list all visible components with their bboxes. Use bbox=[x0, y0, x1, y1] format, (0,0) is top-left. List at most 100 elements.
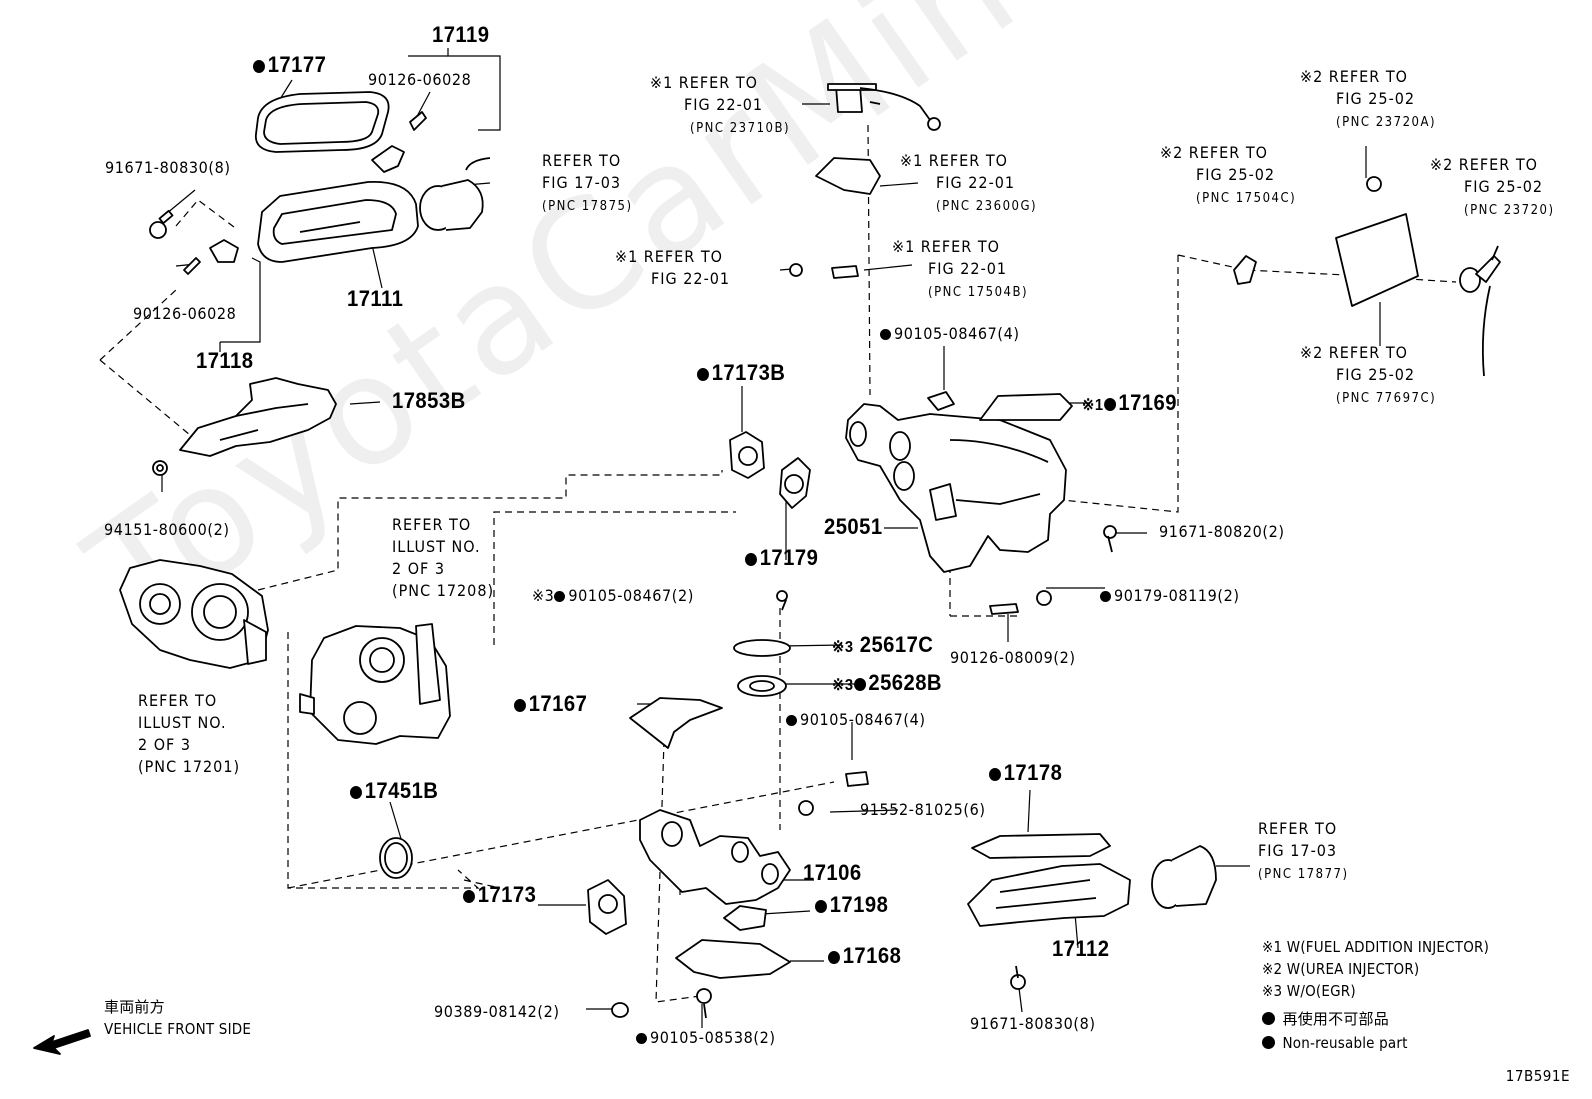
legend-note-1: ※1 W(FUEL ADDITION INJECTOR) bbox=[1262, 938, 1490, 956]
bolt-91671-lower bbox=[1010, 965, 1026, 990]
turbo-assembly-left bbox=[119, 559, 269, 669]
legend-note-3: ※3 W/O(EGR) bbox=[1262, 982, 1356, 1000]
refer-23720A: ※2 REFER TO FIG 25-02 (PNC 23720A) bbox=[1300, 67, 1437, 130]
non-reusable-dot-icon bbox=[697, 368, 709, 381]
label-90389-08142: 90389-08142(2) bbox=[434, 1002, 560, 1021]
shield-17168 bbox=[675, 939, 791, 979]
gasket-25628B bbox=[737, 675, 787, 697]
non-reusable-dot-icon bbox=[514, 699, 526, 712]
label-17173: 17173 bbox=[463, 884, 536, 906]
gasket-17173B bbox=[729, 431, 765, 479]
gasket-17179 bbox=[779, 457, 811, 509]
front-side-label-en: VEHICLE FRONT SIDE bbox=[104, 1020, 252, 1038]
label-94151-80600: 94151-80600(2) bbox=[104, 520, 230, 539]
label-90105-08538: 90105-08538(2) bbox=[636, 1030, 776, 1046]
non-reusable-dot-icon bbox=[880, 329, 891, 340]
label-17168: 17168 bbox=[828, 945, 901, 967]
refer-fig-22-01: ※1 REFER TO FIG 22-01 bbox=[615, 247, 731, 288]
non-reusable-dot-icon bbox=[786, 715, 797, 726]
label-17112: 17112 bbox=[1052, 936, 1110, 961]
label-17119: 17119 bbox=[432, 22, 490, 47]
nut-90179 bbox=[1036, 590, 1052, 606]
non-reusable-dot-icon bbox=[1262, 1036, 1275, 1049]
label-17451B: 17451B bbox=[350, 780, 438, 802]
stud-17119 bbox=[371, 111, 427, 173]
label-17177: 17177 bbox=[253, 54, 326, 76]
stud-90126-08009 bbox=[989, 603, 1019, 615]
non-reusable-dot-icon bbox=[815, 900, 827, 913]
gasket-17173 bbox=[587, 879, 627, 935]
shield-23600G bbox=[815, 157, 881, 195]
bolt-90105-c bbox=[845, 771, 869, 787]
label-17173B: 17173B bbox=[697, 362, 785, 384]
gasket-25617C bbox=[733, 639, 791, 657]
pipe-17504B bbox=[831, 265, 859, 279]
non-reusable-dot-icon bbox=[636, 1033, 647, 1044]
intake-pipe-17111 bbox=[257, 181, 419, 263]
bolt-90105-top bbox=[927, 391, 955, 411]
bolt-91552 bbox=[798, 800, 814, 816]
nut-94151 bbox=[152, 460, 168, 476]
nut-90389 bbox=[611, 1002, 629, 1018]
label-17853B: 17853B bbox=[392, 388, 466, 413]
refer-23600G: ※1 REFER TO FIG 22-01 (PNC 23600G) bbox=[900, 151, 1038, 214]
injector-23720 bbox=[1459, 245, 1501, 377]
gasket-23720A bbox=[1366, 176, 1382, 192]
label-90105-08467-4-top: 90105-08467(4) bbox=[880, 326, 1020, 342]
non-reusable-dot-icon bbox=[853, 678, 866, 691]
label-17167: 17167 bbox=[514, 693, 587, 715]
clamp-17504C bbox=[1233, 255, 1257, 285]
sensor-23710B bbox=[827, 83, 941, 131]
label-17111: 17111 bbox=[347, 286, 404, 311]
non-reusable-dot-icon bbox=[554, 591, 566, 602]
gasket-17198 bbox=[723, 905, 767, 931]
bolt-90105-08467-2 bbox=[776, 590, 788, 611]
nut-17504-small bbox=[789, 263, 803, 277]
gasket-17177 bbox=[254, 91, 390, 153]
converter-25051 bbox=[845, 403, 1067, 573]
non-reusable-dot-icon bbox=[463, 890, 475, 903]
non-reusable-dot-icon bbox=[828, 951, 840, 964]
clamp-17877 bbox=[1151, 845, 1217, 909]
shield-77697C bbox=[1335, 213, 1419, 307]
label-25051: 25051 bbox=[824, 514, 883, 539]
turbo-assembly-center bbox=[299, 623, 451, 745]
front-side-label-jp: 車両前方 bbox=[104, 998, 165, 1016]
non-reusable-dot-icon bbox=[1100, 591, 1111, 602]
shield-17167 bbox=[629, 697, 723, 749]
label-25617C: ※3 25617C bbox=[832, 632, 934, 657]
label-90126-08009: 90126-08009(2) bbox=[950, 648, 1076, 667]
figure-id: 17B591E bbox=[1505, 1067, 1570, 1085]
label-17198: 17198 bbox=[815, 894, 888, 916]
bolt-91671-80820 bbox=[1103, 525, 1117, 553]
refer-23720: ※2 REFER TO FIG 25-02 (PNC 23720) bbox=[1430, 155, 1555, 218]
label-17106: 17106 bbox=[803, 860, 862, 885]
refer-17504C: ※2 REFER TO FIG 25-02 (PNC 17504C) bbox=[1160, 143, 1297, 206]
label-17179: 17179 bbox=[745, 547, 818, 569]
bolt-90105-08538 bbox=[696, 988, 712, 1019]
bracket-17853B bbox=[179, 377, 337, 457]
refer-77697C: ※2 REFER TO FIG 25-02 (PNC 77697C) bbox=[1300, 343, 1437, 406]
oring-17451B bbox=[379, 837, 413, 879]
legend-non-reusable-en: Non-reusable part bbox=[1262, 1036, 1408, 1051]
refer-17504B: ※1 REFER TO FIG 22-01 (PNC 17504B) bbox=[892, 237, 1029, 300]
bolt-91671-left bbox=[149, 209, 174, 239]
non-reusable-dot-icon bbox=[745, 553, 757, 566]
label-90105-08467-4-mid: 90105-08467(4) bbox=[786, 712, 926, 728]
label-90126-06028-a: 90126-06028 bbox=[368, 70, 472, 89]
manifold-17106 bbox=[639, 809, 791, 905]
shield-17169 bbox=[979, 393, 1073, 421]
non-reusable-dot-icon bbox=[1103, 398, 1116, 411]
label-91671-80830-c: 91671-80830(8) bbox=[970, 1014, 1096, 1033]
label-90179-08119: 90179-08119(2) bbox=[1100, 588, 1240, 604]
label-91671-80820: 91671-80820(2) bbox=[1159, 522, 1285, 541]
label-90126-06028-b: 90126-06028 bbox=[133, 304, 237, 323]
clamp-hose bbox=[419, 157, 491, 231]
